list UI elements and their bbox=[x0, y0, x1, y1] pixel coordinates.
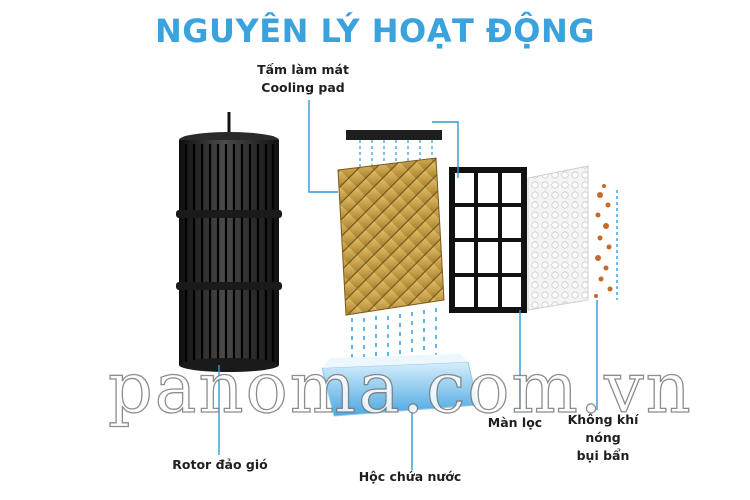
filter-frame-illustration bbox=[452, 170, 524, 310]
cooling-pad-illustration bbox=[338, 130, 444, 362]
label-hot-air-line2: nóng bbox=[548, 429, 658, 447]
label-hot-air-line3: bụi bẩn bbox=[548, 447, 658, 465]
hot-air-dust-illustration bbox=[594, 184, 617, 300]
mesh-filter-illustration bbox=[528, 166, 588, 310]
label-hot-air: Không khí nóng bụi bẩn bbox=[548, 411, 658, 465]
label-cooling-pad: Tấm làm mát Cooling pad bbox=[238, 61, 368, 97]
label-filter: Màn lọc bbox=[470, 414, 560, 432]
label-hot-air-line1: Không khí bbox=[548, 411, 658, 429]
label-water-tank: Hộc chứa nước bbox=[340, 468, 480, 486]
label-cooling-pad-line1: Tấm làm mát bbox=[238, 61, 368, 79]
label-rotor: Rotor đảo gió bbox=[150, 456, 290, 474]
rotor-illustration bbox=[176, 112, 282, 372]
label-cooling-pad-line2: Cooling pad bbox=[238, 79, 368, 97]
